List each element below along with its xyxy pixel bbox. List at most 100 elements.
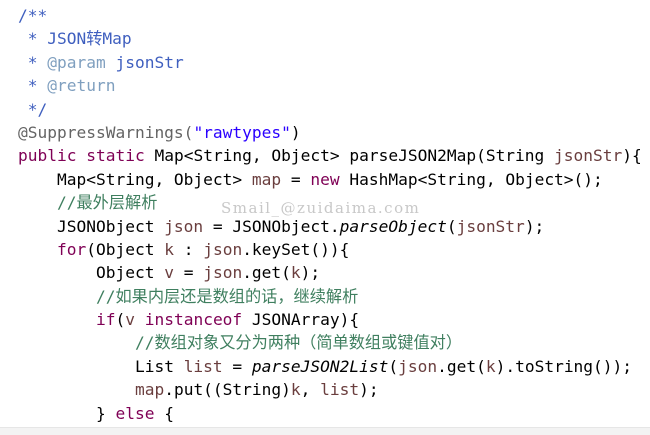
code-token: map xyxy=(251,169,282,189)
code-token: parseJSON2List xyxy=(251,356,389,376)
code-token: ( xyxy=(446,216,457,236)
code-token: instanceof xyxy=(144,310,243,330)
indent xyxy=(18,217,57,236)
code-token: "rawtypes" xyxy=(193,122,291,142)
code-token: */ xyxy=(27,99,48,119)
code-line[interactable]: JSONObject json = JSONObject.parseObject… xyxy=(18,215,642,238)
code-token: list xyxy=(183,356,223,376)
code-line[interactable]: } else { xyxy=(18,402,642,425)
code-token: { xyxy=(154,403,174,423)
code-token: JSONArray){ xyxy=(242,310,360,330)
code-token: * JSON转Map xyxy=(27,29,132,49)
code-token: v xyxy=(164,263,174,283)
code-token: json xyxy=(398,356,438,376)
code-token: json xyxy=(203,263,243,283)
code-token: json xyxy=(164,216,204,236)
code-token: ){ xyxy=(622,146,642,166)
code-token: @SuppressWarnings( xyxy=(18,122,194,142)
code-token: jsonStr xyxy=(105,52,184,72)
indent xyxy=(18,240,57,259)
code-token: ); xyxy=(300,263,321,283)
indent xyxy=(18,287,96,306)
code-token: list xyxy=(320,380,360,400)
code-token: ( xyxy=(388,356,399,376)
code-token: ) xyxy=(290,122,301,142)
code-line[interactable]: */ xyxy=(18,98,642,121)
code-token: = xyxy=(222,356,252,376)
code-line[interactable]: Map<String, Object> map = new HashMap<St… xyxy=(18,168,642,191)
code-line[interactable]: for(Object k : json.keySet()){ xyxy=(18,238,642,261)
indent xyxy=(18,310,96,329)
code-token: new xyxy=(310,169,340,189)
code-token: /** xyxy=(18,6,48,25)
code-token xyxy=(76,146,86,165)
code-line[interactable]: Object v = json.get(k); xyxy=(18,261,642,284)
code-token: ( xyxy=(115,310,126,330)
indent xyxy=(18,404,96,423)
code-token: .put((String) xyxy=(164,380,291,400)
code-token: .get( xyxy=(437,356,486,376)
code-token: HashMap<String, Object>(); xyxy=(339,169,603,189)
code-token: .get( xyxy=(242,263,291,283)
code-line[interactable]: List list = parseJSON2List(json.get(k).t… xyxy=(18,355,642,378)
code-token: k xyxy=(290,263,301,283)
code-token xyxy=(135,310,145,329)
code-token: } xyxy=(95,403,116,423)
code-line[interactable]: if(v instanceof JSONArray){ xyxy=(18,308,642,331)
indent xyxy=(18,380,135,399)
code-token: ); xyxy=(359,380,379,400)
code-token: * xyxy=(27,76,48,96)
code-token: Map<String, Object> parseJSON2Map(String xyxy=(144,146,555,166)
code-token: //如果内层还是数组的话，继续解析 xyxy=(95,286,359,306)
code-line[interactable]: * JSON转Map xyxy=(18,27,642,50)
code-token: * xyxy=(27,52,48,72)
code-token: @param xyxy=(47,52,106,72)
code-line[interactable]: public static Map<String, Object> parseJ… xyxy=(18,144,642,167)
code-token: JSONObject xyxy=(56,216,165,236)
code-token: .keySet()){ xyxy=(242,239,350,259)
code-line[interactable]: @SuppressWarnings("rawtypes") xyxy=(18,121,642,144)
code-listing[interactable]: /** * JSON转Map * @param jsonStr * @retur… xyxy=(18,4,642,425)
code-token: k xyxy=(290,380,301,400)
code-token: : xyxy=(173,239,204,259)
code-line[interactable]: * @return xyxy=(18,74,642,97)
code-token: jsonStr xyxy=(554,146,623,166)
code-token: for xyxy=(56,239,87,259)
indent xyxy=(18,170,57,189)
indent xyxy=(18,263,96,282)
code-token: json xyxy=(203,239,243,259)
code-token: public xyxy=(18,146,77,166)
code-line[interactable]: //如果内层还是数组的话，继续解析 xyxy=(18,285,642,308)
indent xyxy=(18,333,135,352)
code-token: Object xyxy=(95,263,165,283)
code-token: //数组对象又分为两种（简单数组或键值对） xyxy=(134,333,463,353)
code-token: = xyxy=(281,169,311,189)
code-token: ); xyxy=(524,216,545,236)
code-token: parseObject xyxy=(339,216,447,236)
code-token: (Object xyxy=(86,239,165,259)
indent xyxy=(18,100,28,119)
code-token: ).toString()); xyxy=(495,356,633,376)
code-token: k xyxy=(485,356,496,376)
code-token: @return xyxy=(47,76,116,96)
code-token: k xyxy=(164,239,174,259)
code-token: //最外层解析 xyxy=(56,193,158,213)
code-token: Map<String, Object> xyxy=(56,169,252,189)
code-line[interactable]: /** xyxy=(18,4,642,27)
code-token: List xyxy=(134,356,184,376)
code-token: , xyxy=(300,380,321,400)
code-token: else xyxy=(115,403,155,423)
code-line[interactable]: //数组对象又分为两种（简单数组或键值对） xyxy=(18,331,642,354)
code-token: if xyxy=(95,310,116,330)
code-token: static xyxy=(86,146,145,166)
code-token: v xyxy=(125,310,135,330)
code-line[interactable]: map.put((String)k, list); xyxy=(18,378,642,401)
code-token: jsonStr xyxy=(456,216,525,236)
code-token: = JSONObject. xyxy=(203,216,340,236)
indent xyxy=(18,76,28,95)
indent xyxy=(18,29,28,48)
code-line[interactable]: * @param jsonStr xyxy=(18,51,642,74)
horizontal-scrollbar[interactable] xyxy=(0,427,650,435)
code-line[interactable]: //最外层解析 xyxy=(18,191,642,214)
